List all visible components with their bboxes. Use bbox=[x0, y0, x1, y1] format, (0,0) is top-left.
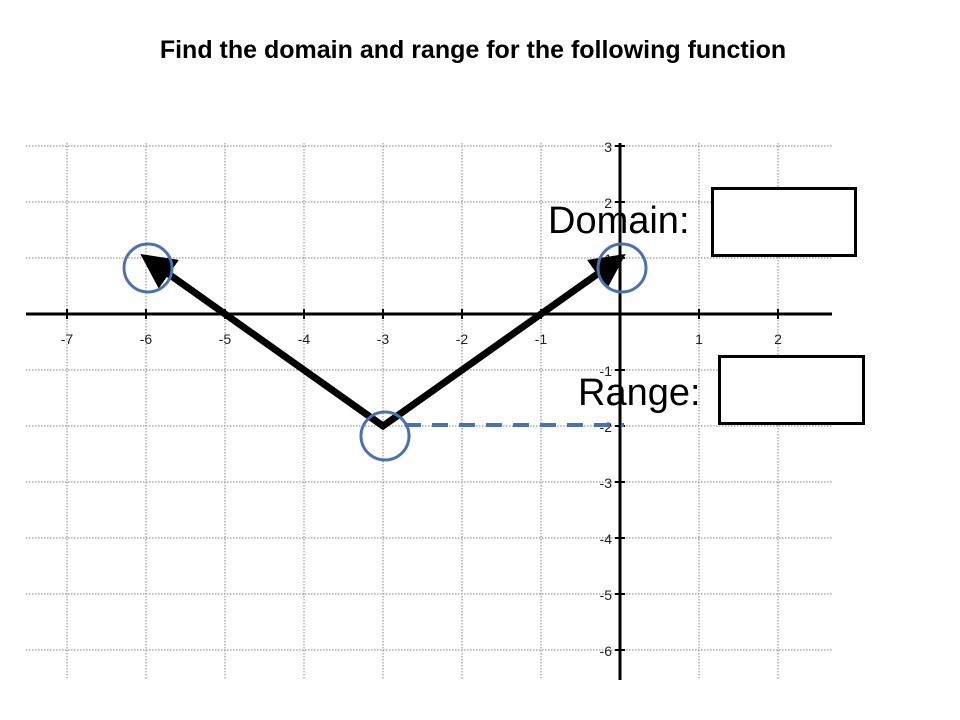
x-tick-label: -3 bbox=[377, 331, 390, 347]
highlight-circle bbox=[122, 242, 174, 294]
domain-answer-box[interactable] bbox=[711, 187, 857, 257]
y-tick-label: 2 bbox=[604, 195, 612, 211]
range-label: Range: bbox=[578, 372, 701, 414]
x-tick-label: -5 bbox=[219, 331, 232, 347]
y-tick-label: -5 bbox=[600, 587, 613, 603]
y-tick-label: -6 bbox=[600, 643, 613, 659]
point-highlights bbox=[122, 242, 648, 462]
y-tick-label: 3 bbox=[604, 139, 612, 155]
highlight-circle bbox=[359, 410, 411, 462]
x-tick-label: 2 bbox=[774, 331, 782, 347]
y-tick-label: -3 bbox=[600, 475, 613, 491]
range-answer-box[interactable] bbox=[718, 355, 865, 425]
x-tick-label: -4 bbox=[298, 331, 311, 347]
axes bbox=[26, 143, 832, 680]
x-tick-label: 1 bbox=[695, 331, 703, 347]
x-tick-label: -6 bbox=[140, 331, 153, 347]
slide-title: Find the domain and range for the follow… bbox=[159, 36, 787, 64]
y-tick-label: -4 bbox=[600, 531, 613, 547]
y-tick-label: -1 bbox=[600, 363, 613, 379]
x-tick-label: -1 bbox=[535, 331, 548, 347]
function-graph bbox=[140, 253, 626, 431]
highlight-circle bbox=[596, 242, 648, 294]
function-line bbox=[140, 253, 626, 431]
x-tick-label: -2 bbox=[456, 331, 469, 347]
domain-label: Domain: bbox=[548, 200, 690, 242]
x-tick-label: -7 bbox=[61, 331, 74, 347]
